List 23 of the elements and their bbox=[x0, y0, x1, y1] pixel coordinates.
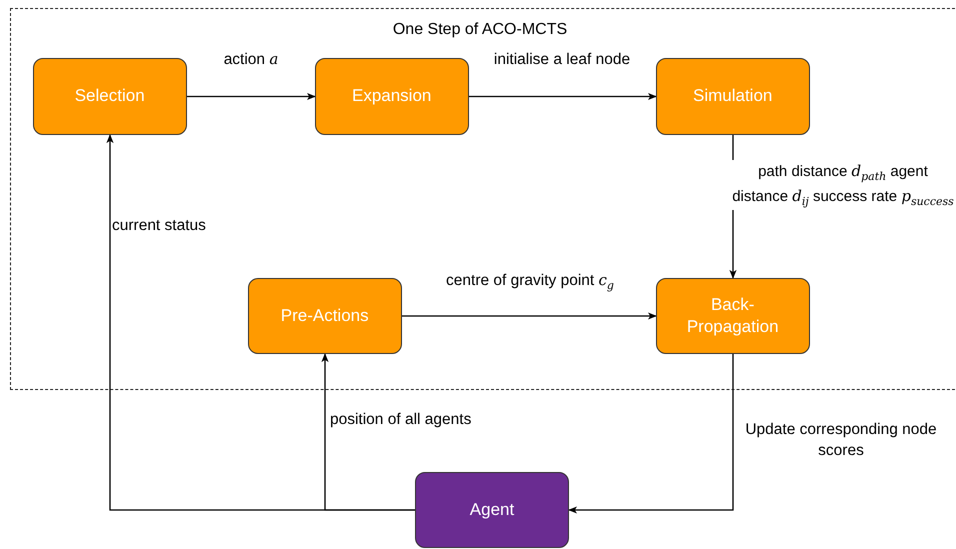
node-label: Pre-Actions bbox=[280, 304, 370, 327]
edge-label: action a bbox=[224, 49, 278, 70]
edge-label: initialise a leaf node bbox=[494, 50, 630, 70]
node-label: Selection bbox=[74, 85, 146, 108]
arrow bbox=[321, 353, 415, 511]
process-box bbox=[656, 278, 810, 354]
arrow bbox=[568, 354, 734, 514]
arrow bbox=[187, 92, 316, 100]
arrow bbox=[402, 312, 657, 320]
arrow bbox=[469, 92, 657, 100]
process-box bbox=[248, 278, 402, 354]
dashed-group-frame bbox=[10, 8, 956, 390]
process-box bbox=[314, 58, 469, 135]
agent-box bbox=[415, 472, 569, 548]
node-label: Simulation bbox=[692, 85, 774, 108]
group-title: One Step of ACO-MCTS bbox=[392, 21, 568, 39]
node-label: Expansion bbox=[350, 85, 432, 108]
process-box bbox=[656, 58, 810, 135]
node-label: Back-Propagation bbox=[686, 294, 780, 338]
process-box bbox=[32, 58, 187, 135]
edge-label: path distance d$_{path}$ agent distance d$_{ij}$ success rate p$_{success}$ bbox=[731, 160, 955, 210]
edge-label: centre of gravity point c$_{g}$ bbox=[446, 270, 614, 294]
node-label: Agent bbox=[468, 498, 516, 521]
